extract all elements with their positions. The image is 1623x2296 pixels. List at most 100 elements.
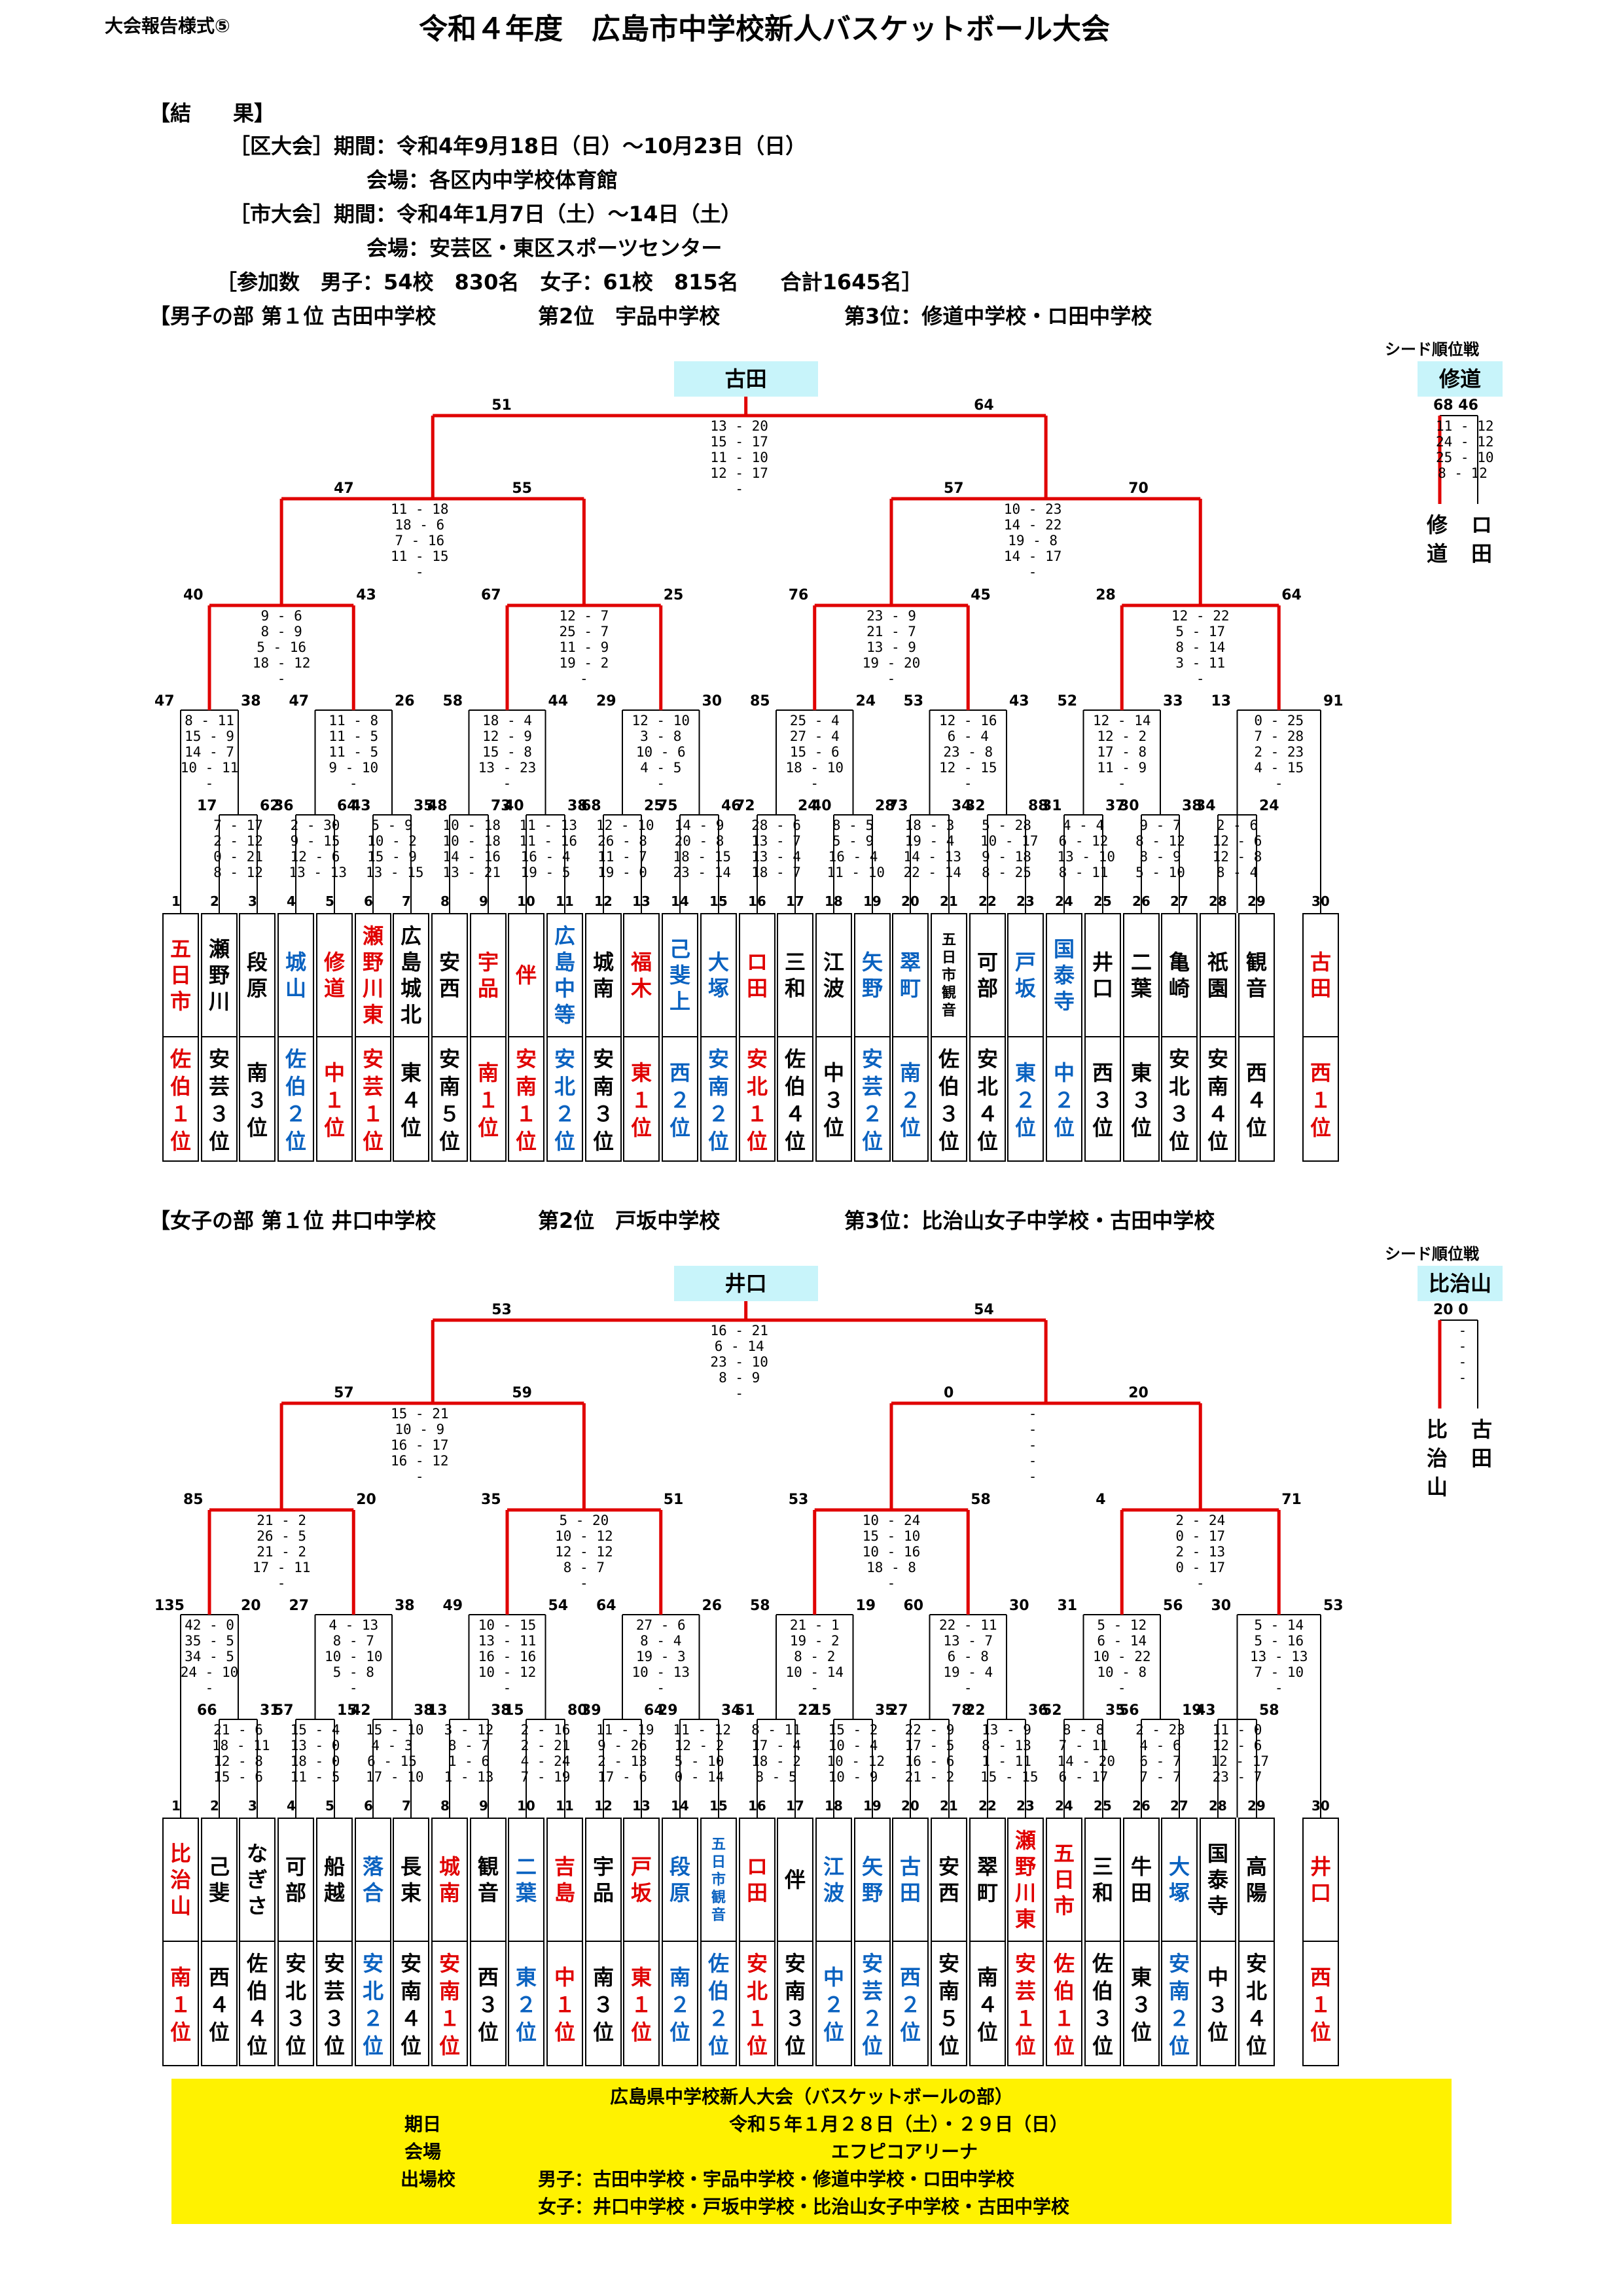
form-label: 大会報告様式⑤ <box>105 15 230 37</box>
team-number: 21 <box>940 1798 958 1814</box>
prefectural-date-label: 期日 <box>404 2113 442 2135</box>
r1-game-detail: 2 - 30 9 - 15 12 - 6 13 - 13 <box>289 817 348 880</box>
cell-divider <box>240 1941 274 1942</box>
r1-game-detail: 11 - 19 9 - 26 2 - 13 17 - 6 <box>596 1722 654 1785</box>
cell-divider <box>740 1941 774 1942</box>
qf-score-left: 53 <box>788 1492 809 1508</box>
r3-score-right: 54 <box>548 1598 569 1614</box>
team-number: 23 <box>1016 1798 1035 1814</box>
r1-score-right: 62 <box>260 798 280 814</box>
r1-score-right: 80 <box>567 1702 588 1719</box>
team-name: 瀬野川 <box>208 937 230 1014</box>
boys-bracket-lines <box>180 397 1478 913</box>
r1-game-detail: 21 - 6 18 - 11 12 - 8 15 - 6 <box>212 1722 270 1785</box>
cell-divider <box>1201 1941 1235 1942</box>
results-heading: 【結 果】 <box>149 101 276 126</box>
team-number: 2 <box>210 1798 219 1814</box>
r1-score-right: 22 <box>798 1702 818 1719</box>
r3-score-left: 53 <box>903 693 924 709</box>
r1-score-left: 75 <box>658 798 678 814</box>
seed-winner-box: 比治山 <box>1418 1266 1503 1301</box>
team-number: 9 <box>479 893 488 909</box>
team-name: 観音 <box>1245 950 1267 1001</box>
r3-score-right: 24 <box>855 693 876 709</box>
cell-divider <box>1201 1036 1235 1037</box>
r1-game-detail: 14 - 9 20 - 8 18 - 15 23 - 14 <box>673 817 732 880</box>
r1-score-left: 29 <box>658 1702 678 1719</box>
r3-game-detail: 0 - 25 7 - 28 2 - 23 4 - 15 - <box>1254 713 1304 791</box>
cell-divider <box>1162 1036 1196 1037</box>
r1-score-left: 13 <box>427 1702 448 1719</box>
qf-game-detail: 12 - 22 5 - 17 8 - 14 3 - 11 - <box>1171 608 1230 687</box>
cell-divider <box>1086 1036 1120 1037</box>
r1-score-left: 57 <box>274 1702 294 1719</box>
cell-divider <box>971 1036 1005 1037</box>
r3-score-left: 13 <box>1211 693 1232 709</box>
r1-score-left: 34 <box>1196 798 1216 814</box>
cell-divider <box>1047 1941 1081 1942</box>
team-number: 24 <box>1055 893 1073 909</box>
team-name: 高陽 <box>1245 1854 1267 1905</box>
team-number: 25 <box>1094 1798 1112 1814</box>
team-name: 翠町 <box>976 1854 998 1905</box>
team-number: 11 <box>556 893 574 909</box>
sf-score-left: 57 <box>944 480 964 497</box>
team-name: 船越 <box>323 1854 345 1905</box>
r3-game-detail: 27 - 6 8 - 4 19 - 3 10 - 13 - <box>632 1617 690 1696</box>
r3-score-left: 58 <box>442 693 463 709</box>
cell-divider <box>509 1036 543 1037</box>
sf-game-detail: 15 - 21 10 - 9 16 - 17 16 - 12 - <box>390 1406 449 1484</box>
cell-divider <box>356 1941 390 1942</box>
qf-game-detail: 9 - 6 8 - 9 5 - 16 18 - 12 - <box>252 608 311 687</box>
qf-score-right: 25 <box>663 587 684 603</box>
team-number: 18 <box>825 893 843 909</box>
seed-winner-box: 修道 <box>1418 361 1503 397</box>
r1-game-detail: 18 - 3 19 - 4 14 - 13 22 - 14 <box>903 817 962 880</box>
cell-divider <box>586 1941 620 1942</box>
team-name: 矢野 <box>861 950 883 1001</box>
team-number: 26 <box>1132 1798 1150 1814</box>
r1-score-left: 22 <box>965 1702 986 1719</box>
team-name: 瀬野川東 <box>362 924 383 1027</box>
r3-score-right: 56 <box>1163 1598 1183 1614</box>
sf-game-detail: - - - - - <box>1028 1406 1037 1484</box>
cell-divider <box>778 1036 812 1037</box>
girls-seed-label: シード順位戦 <box>1385 1245 1479 1263</box>
team-name: 城山 <box>285 950 306 1001</box>
team-number: 20 <box>901 893 919 909</box>
team-name: 二葉 <box>1130 950 1152 1001</box>
team-name: 三和 <box>1092 1854 1113 1905</box>
cell-divider <box>971 1941 1005 1942</box>
cell-divider <box>1162 1941 1196 1942</box>
r3-game-detail: 12 - 16 6 - 4 23 - 8 12 - 15 - <box>938 713 997 791</box>
cell-divider <box>778 1941 812 1942</box>
cell-divider <box>548 1036 582 1037</box>
prefectural-box: 広島県中学校新人大会（バスケットボールの部） 期日 令和５年１月２８日（土）・２… <box>171 2079 1452 2224</box>
team-name: 比治山 <box>169 1841 191 1918</box>
team-number: 27 <box>1170 893 1188 909</box>
r1-score-left: 17 <box>197 798 217 814</box>
team-name: 可部 <box>976 950 998 1001</box>
cell-divider <box>1008 1036 1043 1037</box>
r3-score-left: 47 <box>289 693 310 709</box>
cell-divider <box>433 1036 467 1037</box>
team-number: 19 <box>863 1798 882 1814</box>
r1-score-right: 64 <box>337 798 357 814</box>
